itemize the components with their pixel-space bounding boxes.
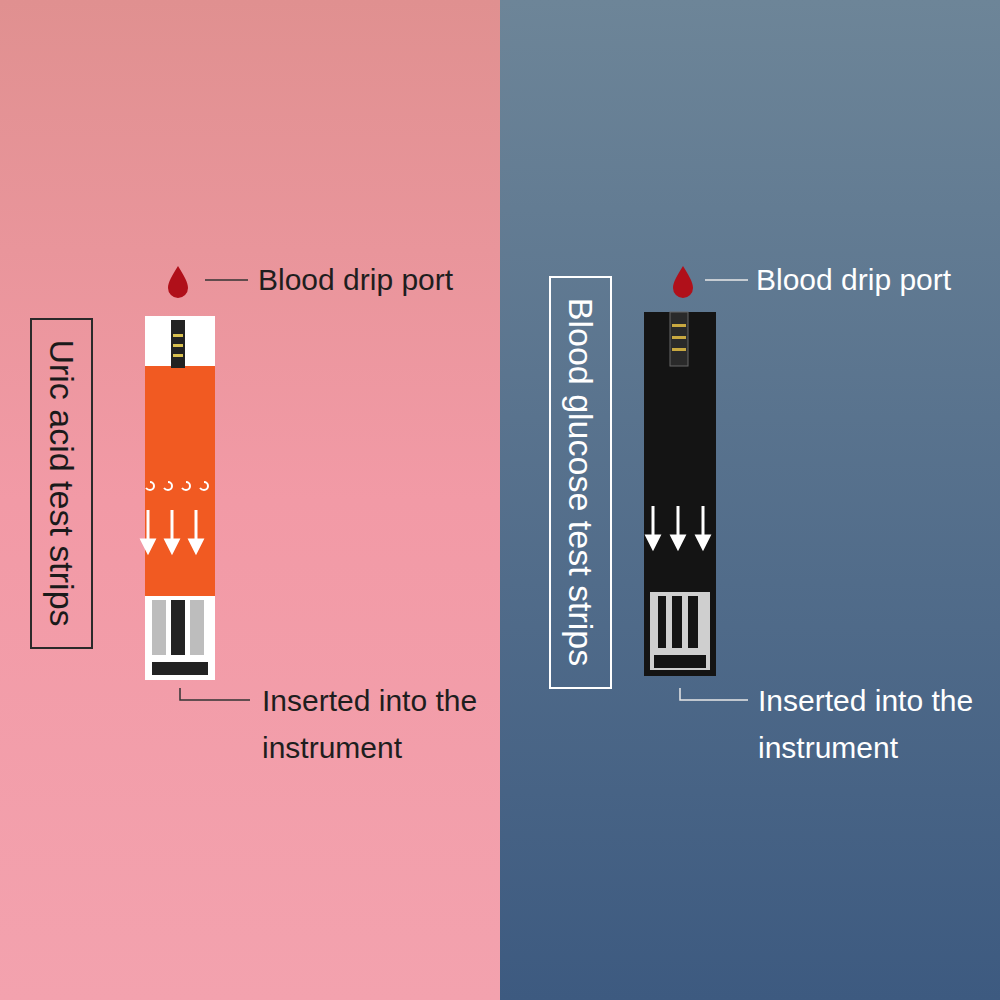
- insert-label: Inserted into the instrument: [758, 677, 986, 771]
- blood-drop: [168, 266, 188, 298]
- title-box: Uric acid test strips: [30, 318, 93, 649]
- leader-line: [705, 279, 748, 281]
- background-right: [500, 0, 1000, 1000]
- background-left: [0, 0, 500, 1000]
- title-box: Blood glucose test strips: [549, 276, 612, 689]
- leader-line: [680, 688, 748, 700]
- port-label: Blood drip port: [756, 256, 996, 303]
- strip-title: Uric acid test strips: [42, 339, 81, 626]
- port-label: Blood drip port: [258, 256, 498, 303]
- uric-acid-strip: [142, 316, 215, 680]
- glucose-strip: [644, 312, 716, 676]
- insert-label: Inserted into the instrument: [262, 677, 490, 771]
- leader-line: [180, 688, 250, 700]
- leader-line: [205, 279, 248, 281]
- strip-title: Blood glucose test strips: [561, 298, 600, 667]
- blood-drop: [673, 266, 693, 298]
